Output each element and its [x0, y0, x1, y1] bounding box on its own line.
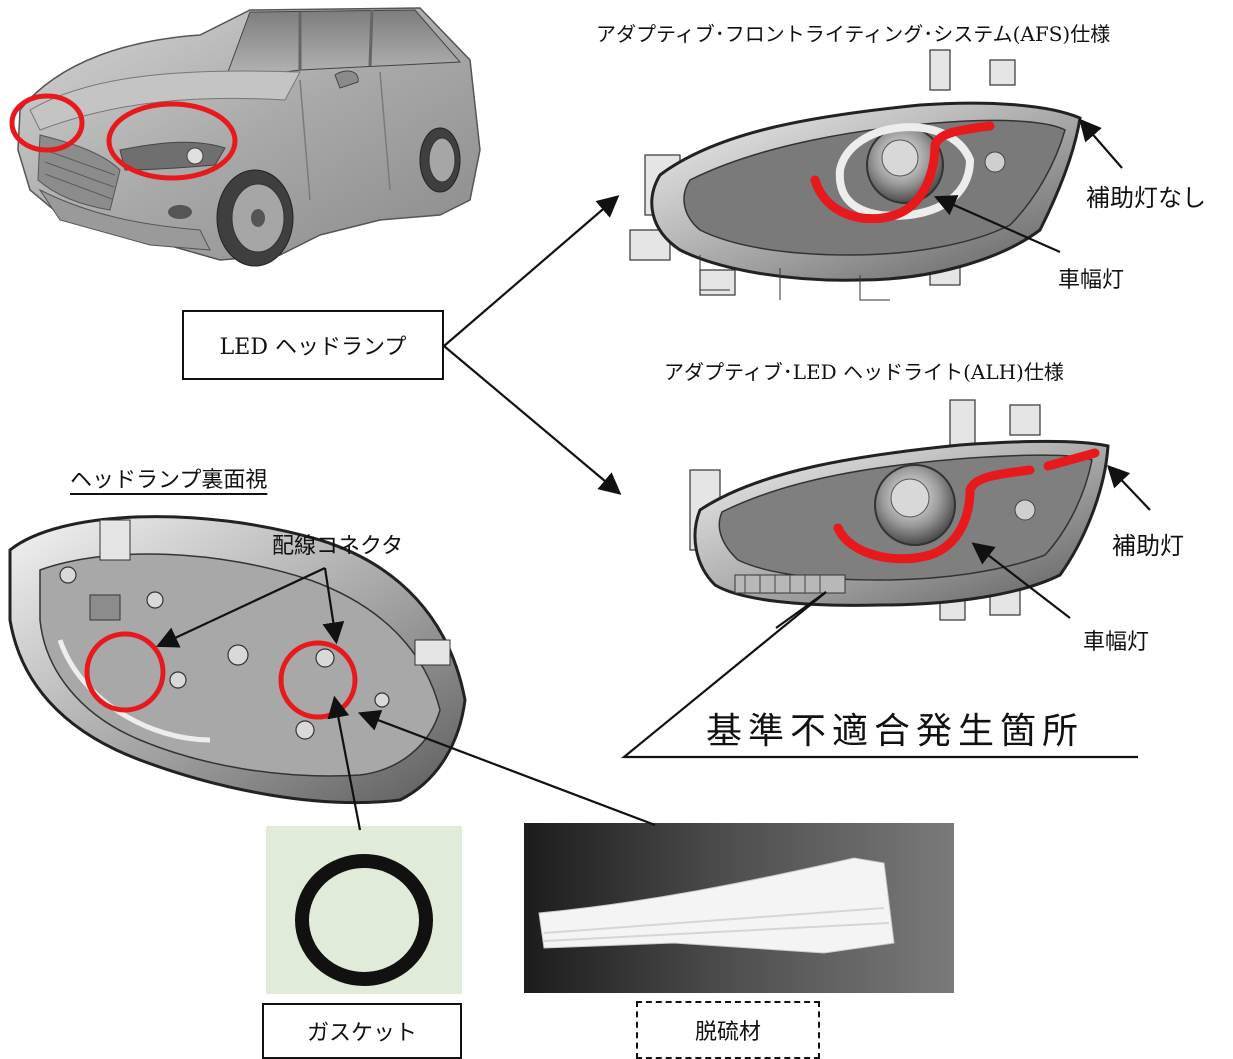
arrow-desulfurizer — [357, 709, 656, 827]
afs-headlamp — [629, 49, 1082, 301]
car-wheel-front — [216, 169, 294, 267]
arrow-to-afs — [443, 195, 620, 347]
arrow-gasket — [327, 695, 362, 831]
car-highlight-headlamp — [106, 101, 238, 181]
desulfurizer-photo — [524, 823, 954, 993]
aux-lamp-label: 補助灯 — [1112, 532, 1184, 560]
rear-view-title: ヘッドランプ裏面視 — [70, 468, 268, 493]
alh-width-lamp-label: 車幅灯 — [1083, 630, 1150, 655]
rear-connector-highlight-left — [84, 631, 166, 713]
arrow-to-alh — [443, 345, 622, 495]
rear-connector-highlight-right — [278, 640, 358, 720]
nonconformance-pointer — [775, 591, 827, 629]
nonconformance-callout-line — [620, 591, 1138, 759]
gasket-label-box: ガスケット — [262, 1003, 462, 1059]
arrow-aux-lamp — [1106, 464, 1151, 511]
no-aux-lamp-label: 補助灯なし — [1086, 184, 1206, 212]
afs-title: アダプティブ･フロントライティング･システム(AFS)仕様 — [596, 22, 1111, 46]
desulfurizer-label-box: 脱硫材 — [636, 1001, 820, 1059]
afs-width-lamp-label: 車幅灯 — [1058, 268, 1125, 293]
alh-title: アダプティブ･LED ヘッドライト(ALH)仕様 — [664, 360, 1064, 384]
arrow-connector-left — [156, 567, 326, 648]
car-wheel-rear — [419, 127, 461, 193]
alh-aux-lamp-highlight — [1043, 448, 1100, 471]
gasket-photo — [266, 826, 462, 994]
car-body — [17, 7, 481, 267]
nonconformance-location-label: 基準不適合発生箇所 — [706, 711, 1085, 752]
desulfurizer-label: 脱硫材 — [694, 1020, 761, 1045]
arrow-connector-right — [322, 567, 345, 645]
alh-width-lamp-highlight — [833, 465, 1035, 564]
arrow-afs-width-lamp — [933, 195, 1061, 254]
car-highlight-left — [9, 93, 85, 153]
arrow-no-aux-lamp — [1079, 118, 1123, 169]
led-headlamp-box: LED ヘッドランプ — [182, 310, 444, 380]
gasket-label: ガスケット — [306, 1021, 417, 1046]
led-headlamp-label: LED ヘッドランプ — [219, 335, 407, 360]
afs-width-lamp-highlight — [810, 121, 995, 224]
wiring-connector-label: 配線コネクタ — [272, 534, 404, 559]
arrow-alh-width-lamp — [971, 542, 1071, 619]
alh-headlamp — [689, 399, 1110, 621]
